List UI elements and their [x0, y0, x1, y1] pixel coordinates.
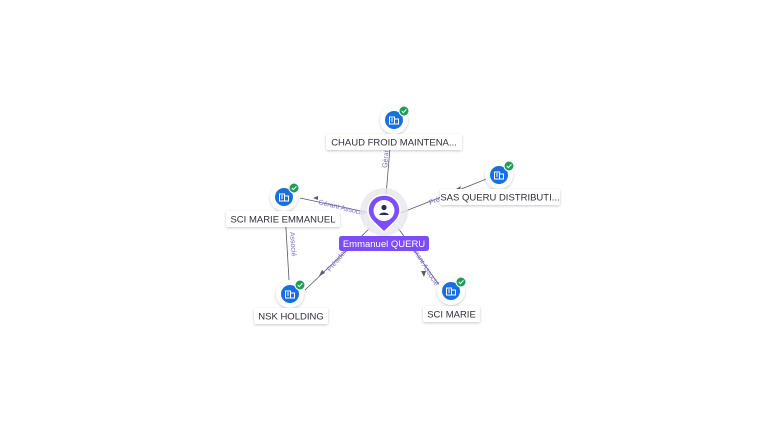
company-name: SAS QUERU DISTRIBUTI...: [440, 193, 559, 204]
verified-check-icon: [503, 160, 515, 172]
building-icon: [389, 116, 399, 125]
edge-center-sci-emmanuel: [299, 197, 371, 214]
label-box: [326, 134, 462, 150]
edge-arrow-nsk: [319, 270, 325, 276]
building-icon: [494, 171, 504, 180]
center-person-label[interactable]: Emmanuel QUERU: [339, 236, 429, 251]
company-name: SCI MARIE EMMANUEL: [230, 215, 335, 226]
edge-arrow-sci-emmanuel: [313, 196, 318, 200]
company-name: SCI MARIE: [427, 310, 476, 321]
label-box: [423, 306, 480, 322]
verified-check-icon: [398, 105, 410, 117]
verified-check-icon: [288, 182, 300, 194]
company-label-nsk[interactable]: NSK HOLDING: [254, 308, 328, 324]
label-box: [254, 308, 328, 324]
center-person-node[interactable]: [360, 188, 408, 236]
label-box: [226, 211, 340, 227]
company-name: CHAUD FROID MAINTENA...: [331, 138, 457, 149]
company-node-sci-emmanuel[interactable]: [270, 182, 300, 211]
building-icon: [279, 193, 289, 202]
company-node-chaud[interactable]: [380, 105, 410, 134]
company-name: NSK HOLDING: [258, 312, 323, 323]
building-icon: [446, 287, 456, 296]
edge-label-chaud: Gérant: [382, 146, 391, 168]
verified-check-icon: [294, 279, 306, 291]
building-icon: [285, 290, 295, 299]
person-icon: [379, 204, 389, 215]
company-node-sas[interactable]: [485, 160, 515, 189]
verified-check-icon: [455, 276, 467, 288]
company-node-nsk[interactable]: [276, 279, 306, 308]
center-label-box: [339, 236, 429, 251]
label-box: [440, 189, 560, 205]
company-label-sci-marie[interactable]: SCI MARIE: [423, 306, 480, 322]
company-label-sas[interactable]: SAS QUERU DISTRIBUTI...: [440, 189, 560, 205]
edge-label-sci-emmanuel-nsk: Associé: [288, 232, 297, 257]
pin-inner: [373, 200, 395, 221]
company-label-sci-emmanuel[interactable]: SCI MARIE EMMANUEL: [226, 211, 340, 227]
company-node-sci-marie[interactable]: [437, 276, 467, 305]
company-label-chaud[interactable]: CHAUD FROID MAINTENA...: [326, 134, 462, 150]
edge-arrow-sci-marie: [421, 271, 426, 277]
center-person-name: Emmanuel QUERU: [343, 239, 425, 250]
